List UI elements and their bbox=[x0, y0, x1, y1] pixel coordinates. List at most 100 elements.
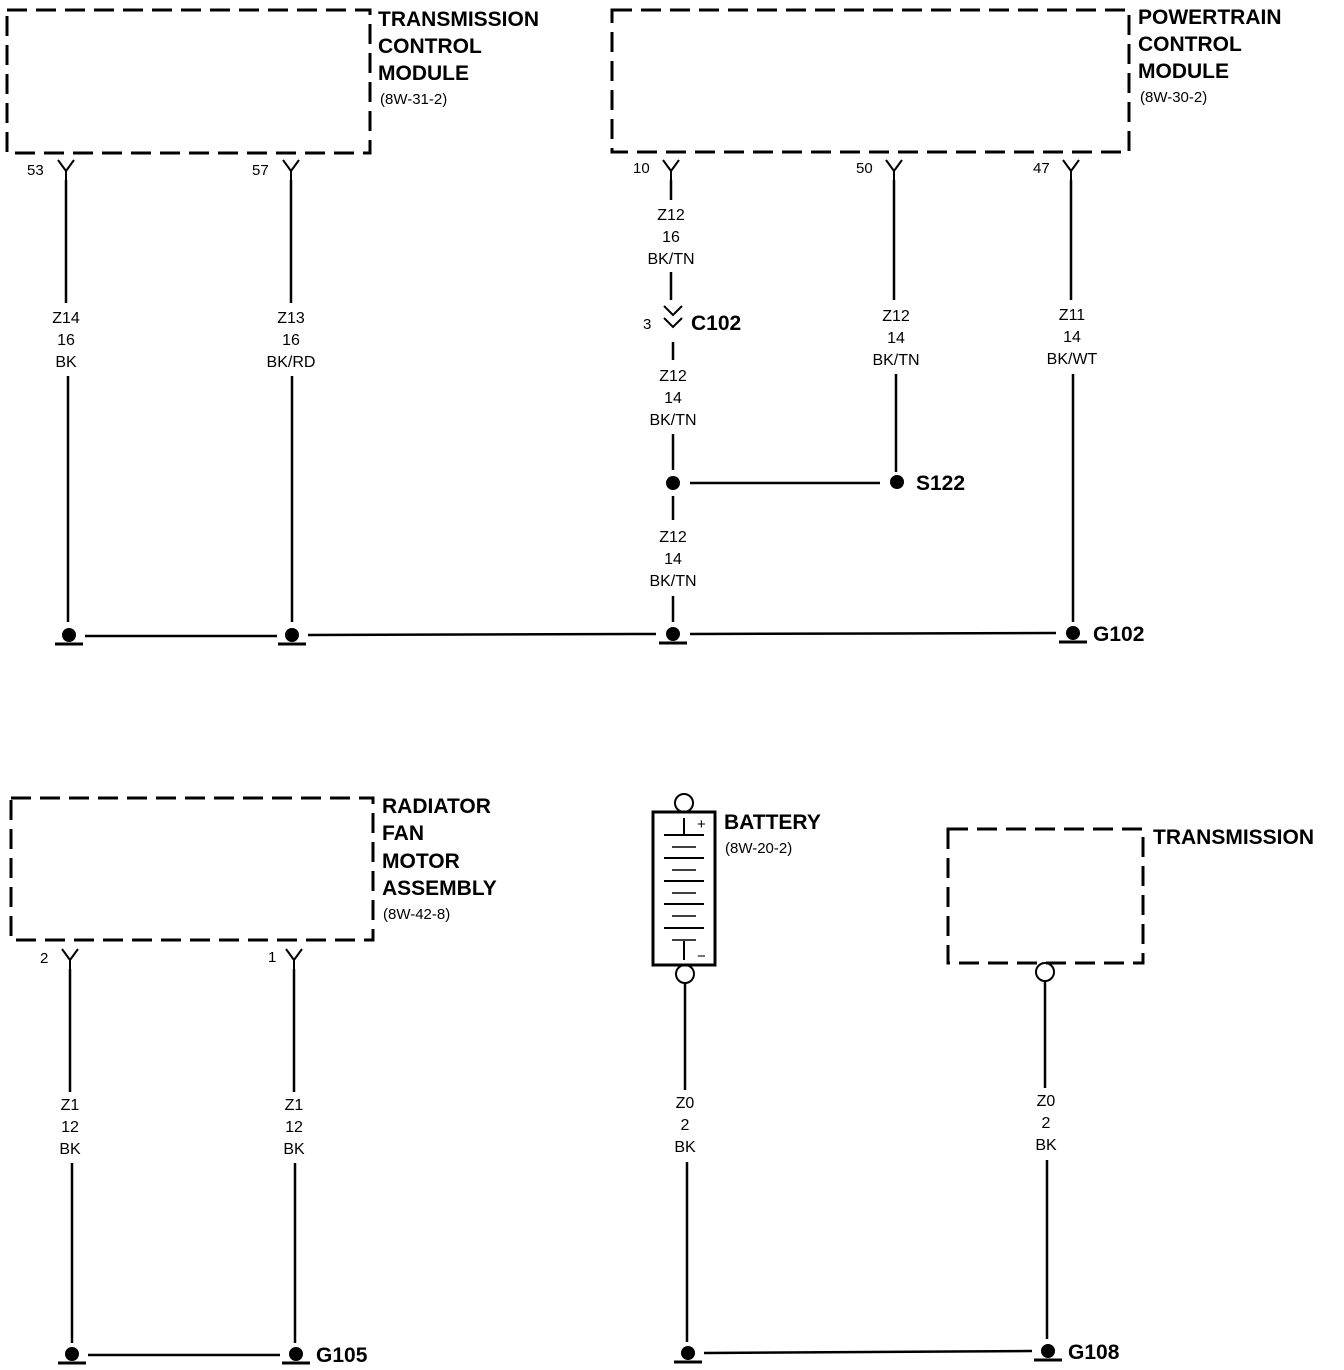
tcm-box bbox=[5, 8, 372, 155]
wire-label: Z13 16 BK/RD bbox=[267, 310, 316, 371]
battery-ref: (8W-20-2) bbox=[725, 840, 792, 857]
tcm-title-line-1: TRANSMISSION bbox=[378, 8, 539, 31]
svg-text:14: 14 bbox=[887, 330, 905, 347]
pin-terminal-icon bbox=[57, 159, 75, 180]
wire-label: Z12 14 BK/TN bbox=[649, 368, 696, 429]
pin-number: 57 bbox=[252, 162, 269, 179]
svg-text:Z0: Z0 bbox=[676, 1095, 695, 1112]
battery-minus-sign: − bbox=[697, 948, 706, 965]
splice-dot bbox=[890, 475, 904, 489]
fan-title-line-1: RADIATOR bbox=[382, 795, 491, 818]
c102-cavity-number: 3 bbox=[643, 316, 651, 333]
ground-icon bbox=[58, 1347, 86, 1365]
tcm-ref: (8W-31-2) bbox=[380, 91, 447, 108]
pin-number: 10 bbox=[633, 160, 650, 177]
ground-icon bbox=[1034, 1344, 1062, 1362]
svg-text:2: 2 bbox=[1042, 1115, 1051, 1132]
svg-text:Z13: Z13 bbox=[277, 310, 305, 327]
pcm-title-line-1: POWERTRAIN bbox=[1138, 6, 1282, 29]
pin-terminal-icon bbox=[885, 159, 903, 180]
battery-icon bbox=[651, 793, 717, 984]
svg-text:12: 12 bbox=[285, 1119, 303, 1136]
svg-text:BK: BK bbox=[283, 1141, 305, 1158]
svg-text:12: 12 bbox=[61, 1119, 79, 1136]
fan-ref: (8W-42-8) bbox=[383, 906, 450, 923]
battery-title: BATTERY bbox=[724, 811, 821, 834]
case-ground-terminal-icon bbox=[1035, 962, 1055, 982]
ground-icon bbox=[659, 627, 687, 645]
pcm-box bbox=[610, 8, 1131, 154]
pin-terminal-icon bbox=[282, 159, 300, 180]
tcm-title-line-2: CONTROL bbox=[378, 35, 482, 58]
pin-terminals bbox=[57, 159, 1080, 969]
pin-number: 1 bbox=[268, 949, 276, 966]
wire-label: Z1 12 BK bbox=[59, 1097, 81, 1158]
pin-terminal-icon bbox=[1062, 159, 1080, 180]
pin-terminal-icon bbox=[285, 948, 303, 969]
pin-number: 47 bbox=[1033, 160, 1050, 177]
g108-label: G108 bbox=[1068, 1341, 1120, 1364]
wire-label: Z12 16 BK/TN bbox=[647, 207, 694, 268]
svg-text:Z12: Z12 bbox=[657, 207, 685, 224]
transmission-box bbox=[946, 827, 1145, 965]
battery-plus-sign: + bbox=[697, 816, 706, 833]
wire-label: Z12 14 BK/TN bbox=[649, 529, 696, 590]
c102-label: C102 bbox=[691, 312, 741, 335]
wires-bottom bbox=[68, 969, 1049, 1357]
wire-label: Z1 12 BK bbox=[283, 1097, 305, 1158]
wires-top bbox=[64, 180, 1075, 638]
svg-text:Z0: Z0 bbox=[1037, 1093, 1056, 1110]
svg-text:Z11: Z11 bbox=[1059, 307, 1085, 324]
pin-terminal-icon bbox=[61, 948, 79, 969]
wire-label: Z0 2 BK bbox=[674, 1095, 696, 1156]
svg-text:BK/WT: BK/WT bbox=[1047, 351, 1098, 368]
svg-text:16: 16 bbox=[662, 229, 680, 246]
svg-text:BK/TN: BK/TN bbox=[647, 251, 694, 268]
svg-text:Z12: Z12 bbox=[882, 308, 910, 325]
svg-text:BK/TN: BK/TN bbox=[649, 412, 696, 429]
tcm-title-line-3: MODULE bbox=[378, 62, 469, 85]
fan-box bbox=[9, 796, 375, 942]
svg-text:Z12: Z12 bbox=[659, 529, 687, 546]
svg-text:BK/TN: BK/TN bbox=[649, 573, 696, 590]
ground-icon bbox=[278, 628, 306, 646]
s122-label: S122 bbox=[916, 472, 965, 495]
transmission-title: TRANSMISSION bbox=[1153, 826, 1314, 849]
splice-dot bbox=[666, 476, 680, 490]
g105-label: G105 bbox=[316, 1344, 368, 1367]
c102-connector-icon bbox=[663, 305, 683, 329]
pcm-title-line-3: MODULE bbox=[1138, 60, 1229, 83]
pcm-title-line-2: CONTROL bbox=[1138, 33, 1242, 56]
pin-number: 53 bbox=[27, 162, 44, 179]
fan-title-line-2: FAN bbox=[382, 822, 424, 845]
wire-label: Z14 16 BK bbox=[52, 310, 80, 371]
svg-text:BK/RD: BK/RD bbox=[267, 354, 316, 371]
svg-text:BK: BK bbox=[674, 1139, 696, 1156]
svg-text:14: 14 bbox=[1063, 329, 1081, 346]
svg-text:BK: BK bbox=[55, 354, 77, 371]
wire-label: Z12 14 BK/TN bbox=[872, 308, 919, 369]
wire-label: Z11 14 BK/WT bbox=[1047, 307, 1098, 368]
ground-icon bbox=[1059, 626, 1087, 644]
wire-label: Z0 2 BK bbox=[1035, 1093, 1057, 1154]
svg-text:Z1: Z1 bbox=[61, 1097, 80, 1114]
ground-icon bbox=[55, 628, 83, 646]
svg-text:16: 16 bbox=[282, 332, 300, 349]
svg-text:Z12: Z12 bbox=[659, 368, 687, 385]
svg-text:14: 14 bbox=[664, 551, 682, 568]
svg-text:Z14: Z14 bbox=[52, 310, 80, 327]
svg-text:Z1: Z1 bbox=[285, 1097, 304, 1114]
pin-terminal-icon bbox=[662, 159, 680, 180]
fan-title-line-4: ASSEMBLY bbox=[382, 877, 497, 900]
ground-icon bbox=[282, 1347, 310, 1365]
pcm-ref: (8W-30-2) bbox=[1140, 89, 1207, 106]
pin-number: 2 bbox=[40, 950, 48, 967]
svg-text:BK: BK bbox=[1035, 1137, 1057, 1154]
fan-title-line-3: MOTOR bbox=[382, 850, 460, 873]
pin-number: 50 bbox=[856, 160, 873, 177]
svg-text:14: 14 bbox=[664, 390, 682, 407]
svg-text:BK/TN: BK/TN bbox=[872, 352, 919, 369]
svg-text:2: 2 bbox=[681, 1117, 690, 1134]
g102-label: G102 bbox=[1093, 623, 1144, 646]
